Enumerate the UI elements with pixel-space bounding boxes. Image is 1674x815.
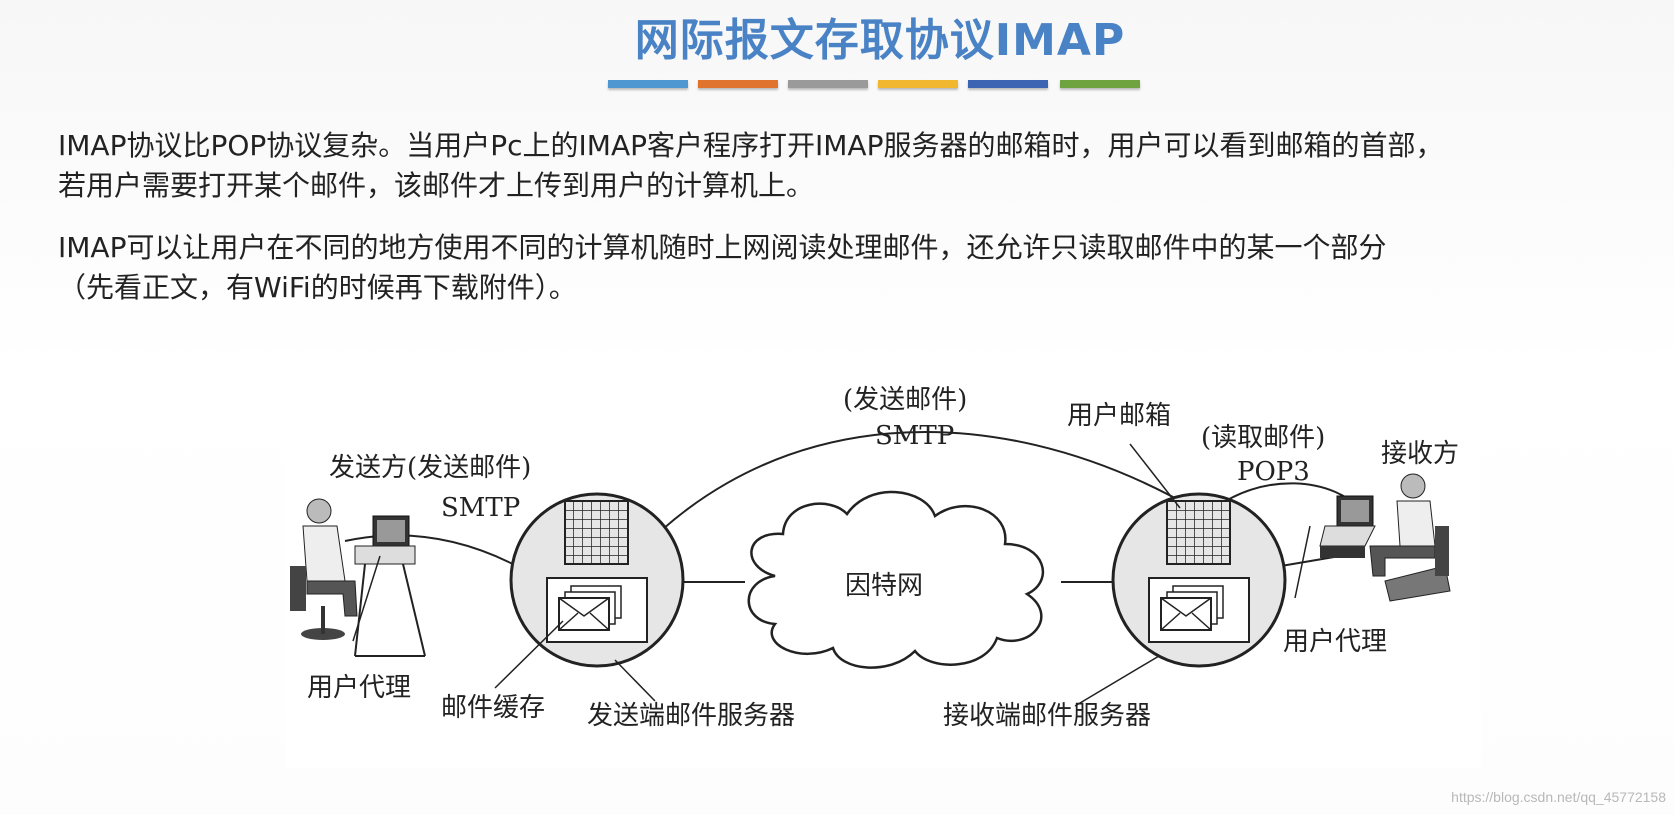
label-read-protocol: POP3 (1237, 457, 1310, 487)
label-user-agent-left: 用户代理 (307, 673, 411, 703)
label-user-agent-right: 用户代理 (1283, 627, 1387, 657)
pointer-ua-left (353, 556, 380, 641)
label-sender: 发送方(发送邮件) (329, 453, 531, 483)
label-send-server: 发送端邮件服务器 (587, 701, 795, 731)
watermark-url: https://blog.csdn.net/qq_45772158 (1451, 789, 1666, 805)
color-bar-seg-5 (968, 80, 1048, 88)
label-sender-protocol: SMTP (441, 493, 520, 523)
label-recv-server: 接收端邮件服务器 (943, 701, 1151, 731)
pointer-recv-server (1075, 656, 1159, 706)
color-bar-seg-2 (698, 80, 778, 88)
paragraph-imap-complexity: IMAP协议比POP协议复杂。当用户Pc上的IMAP客户程序打开IMAP服务器的… (58, 126, 1658, 206)
user-mailbox-grid (1167, 501, 1230, 564)
color-bar-seg-3 (788, 80, 868, 88)
mail-cache-envelope-icon (559, 586, 621, 630)
paragraph-line: IMAP协议比POP协议复杂。当用户Pc上的IMAP客户程序打开IMAP服务器的… (58, 126, 1658, 166)
paragraph-line: 若用户需要打开某个邮件，该邮件才上传到用户的计算机上。 (58, 166, 1658, 206)
pointer-send-server (615, 660, 655, 701)
label-top-action: (发送邮件) (843, 385, 967, 415)
email-flow-diagram: 发送方(发送邮件) SMTP (发送邮件) SMTP 用户邮箱 (读取邮件) P… (285, 366, 1481, 768)
label-read-action: (读取邮件) (1201, 423, 1325, 453)
pointer-mailbox (1130, 444, 1180, 508)
recv-envelope-icon (1161, 586, 1223, 630)
send-server-mailbox-grid (565, 501, 628, 564)
sender-person-computer-icon (290, 499, 425, 656)
label-top-protocol: SMTP (875, 421, 954, 451)
diagram-svg: 发送方(发送邮件) SMTP (发送邮件) SMTP 用户邮箱 (读取邮件) P… (285, 366, 1481, 768)
paragraph-line: （先看正文，有WiFi的时候再下载附件）。 (58, 268, 1658, 308)
label-mail-cache: 邮件缓存 (441, 693, 545, 723)
color-bar-seg-4 (878, 80, 958, 88)
label-receiver: 接收方 (1381, 439, 1459, 469)
label-internet: 因特网 (845, 571, 923, 601)
color-bar-seg-1 (608, 80, 688, 88)
color-bar-seg-6 (1060, 80, 1140, 88)
paragraph-imap-flexibility: IMAP可以让用户在不同的地方使用不同的计算机随时上网阅读处理邮件，还允许只读取… (58, 228, 1658, 308)
paragraph-line: IMAP可以让用户在不同的地方使用不同的计算机随时上网阅读处理邮件，还允许只读取… (58, 228, 1658, 268)
page-title: 网际报文存取协议IMAP (0, 4, 1674, 68)
label-user-mailbox: 用户邮箱 (1067, 401, 1171, 431)
